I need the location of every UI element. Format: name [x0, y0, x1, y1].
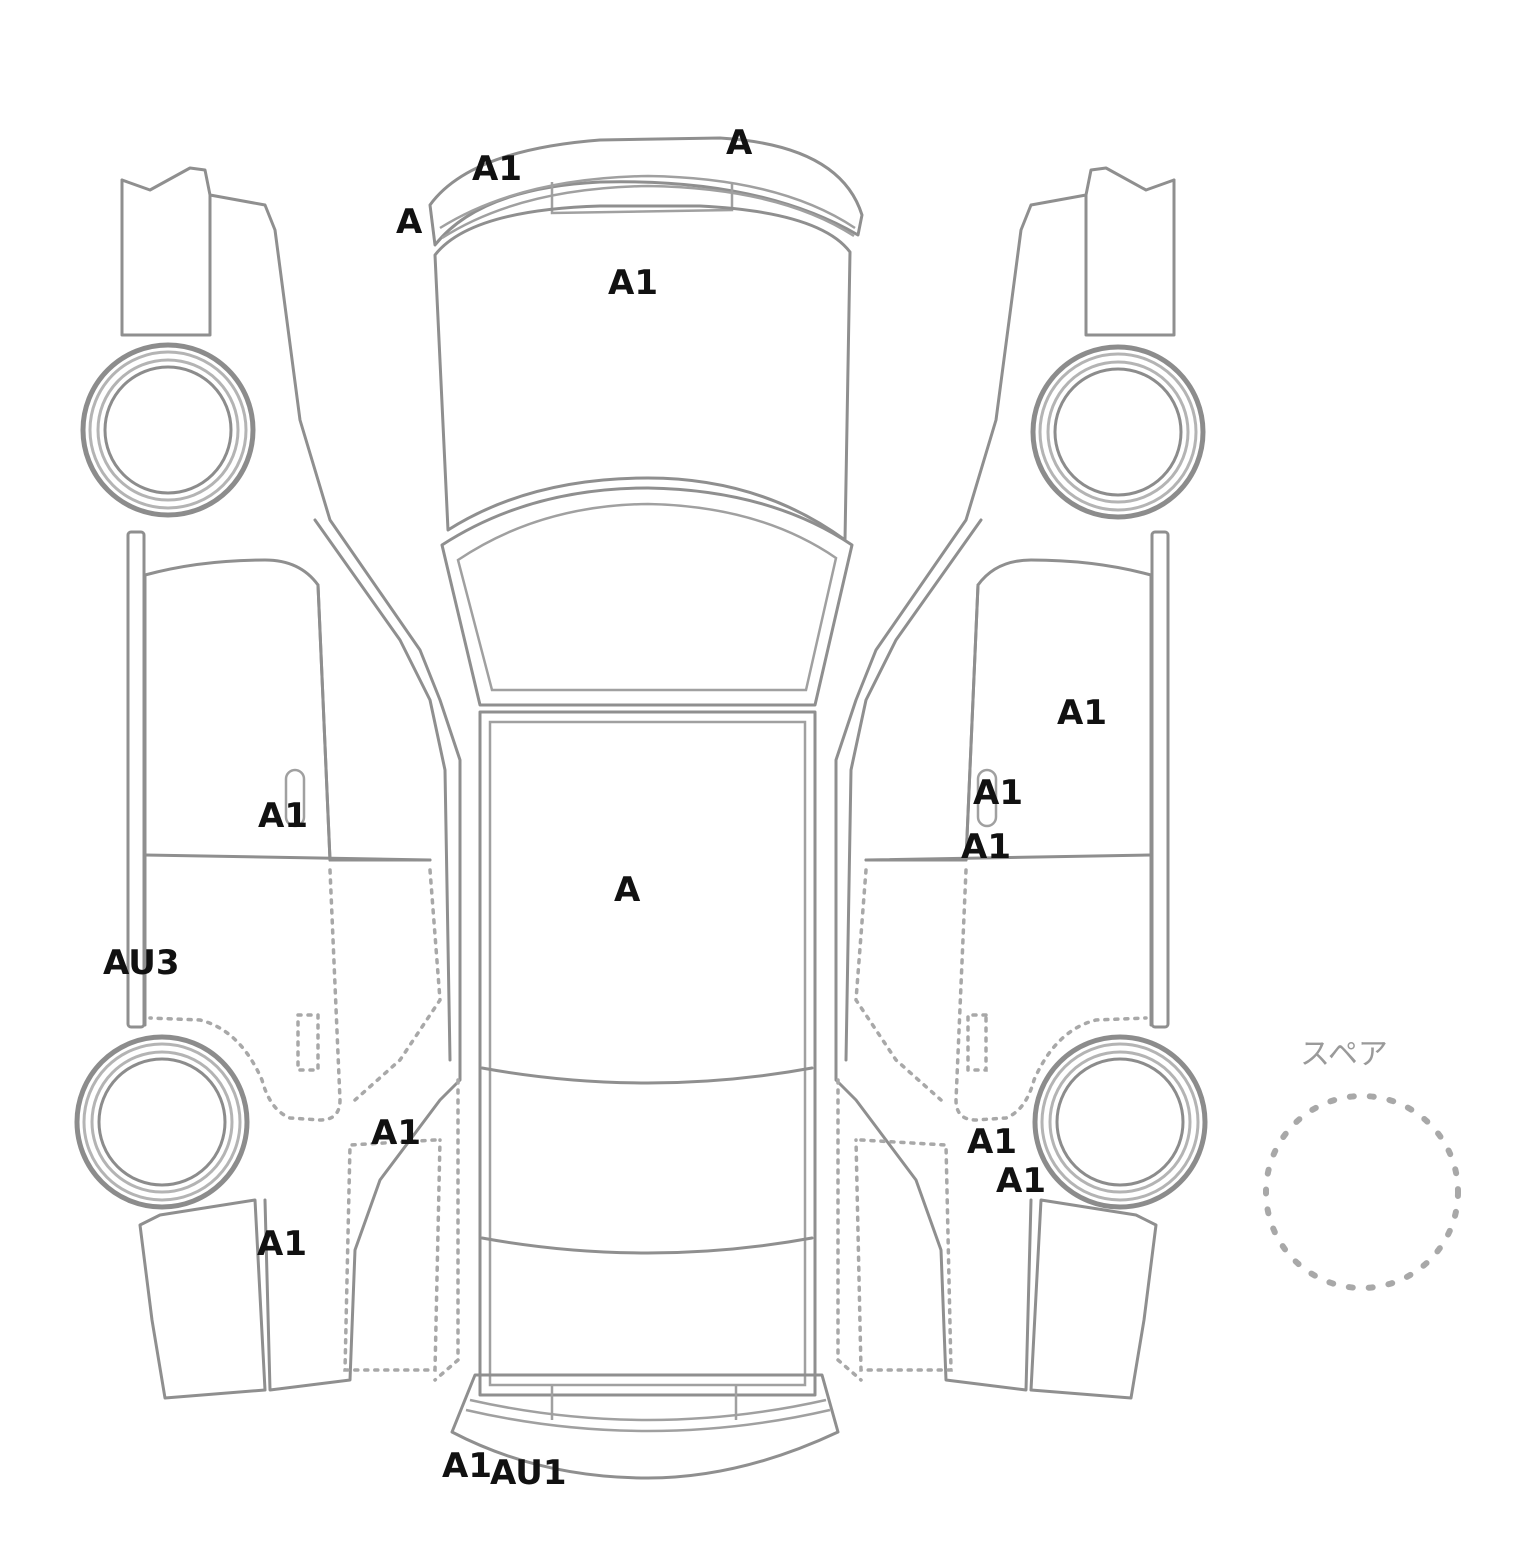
mark-left-front-door: A1 [258, 796, 308, 836]
mark-right-rear-quarter-upper: A1 [967, 1122, 1017, 1162]
spare-tire [1263, 1093, 1461, 1291]
mark-left-rear-door: A1 [371, 1113, 421, 1153]
mark-front-bumper-a-left: A [396, 202, 423, 242]
roof [478, 710, 817, 1397]
left-rear-wheel [74, 1034, 250, 1210]
mark-right-door-handle-upper: A1 [973, 773, 1023, 813]
left-front-wheel [80, 342, 256, 518]
mark-right-front-door: A1 [1057, 693, 1107, 733]
right-front-wheel [1030, 344, 1206, 520]
rear-bumper [450, 1373, 840, 1480]
right-side-view [834, 166, 1176, 1400]
mark-left-side-sill: AU3 [103, 943, 180, 983]
spare-label: スペア [1300, 1037, 1388, 1072]
right-rear-wheel [1032, 1034, 1208, 1210]
mark-left-rear-quarter: A1 [257, 1224, 307, 1264]
left-side-view [120, 166, 462, 1400]
front-bumper [428, 136, 864, 247]
mark-front-bumper-a1-left: A1 [472, 149, 522, 189]
mark-right-door-handle-lower: A1 [961, 827, 1011, 867]
mark-rear-bumper-a1: A1 [442, 1446, 492, 1486]
mark-roof: A [614, 870, 641, 910]
hood [433, 204, 852, 542]
mark-front-bumper-a-right: A [726, 123, 753, 163]
mark-rear-bumper-au1: AU1 [490, 1453, 567, 1493]
mark-right-rear-quarter-lower: A1 [996, 1161, 1046, 1201]
windshield [440, 486, 854, 707]
mark-hood: A1 [608, 263, 658, 303]
